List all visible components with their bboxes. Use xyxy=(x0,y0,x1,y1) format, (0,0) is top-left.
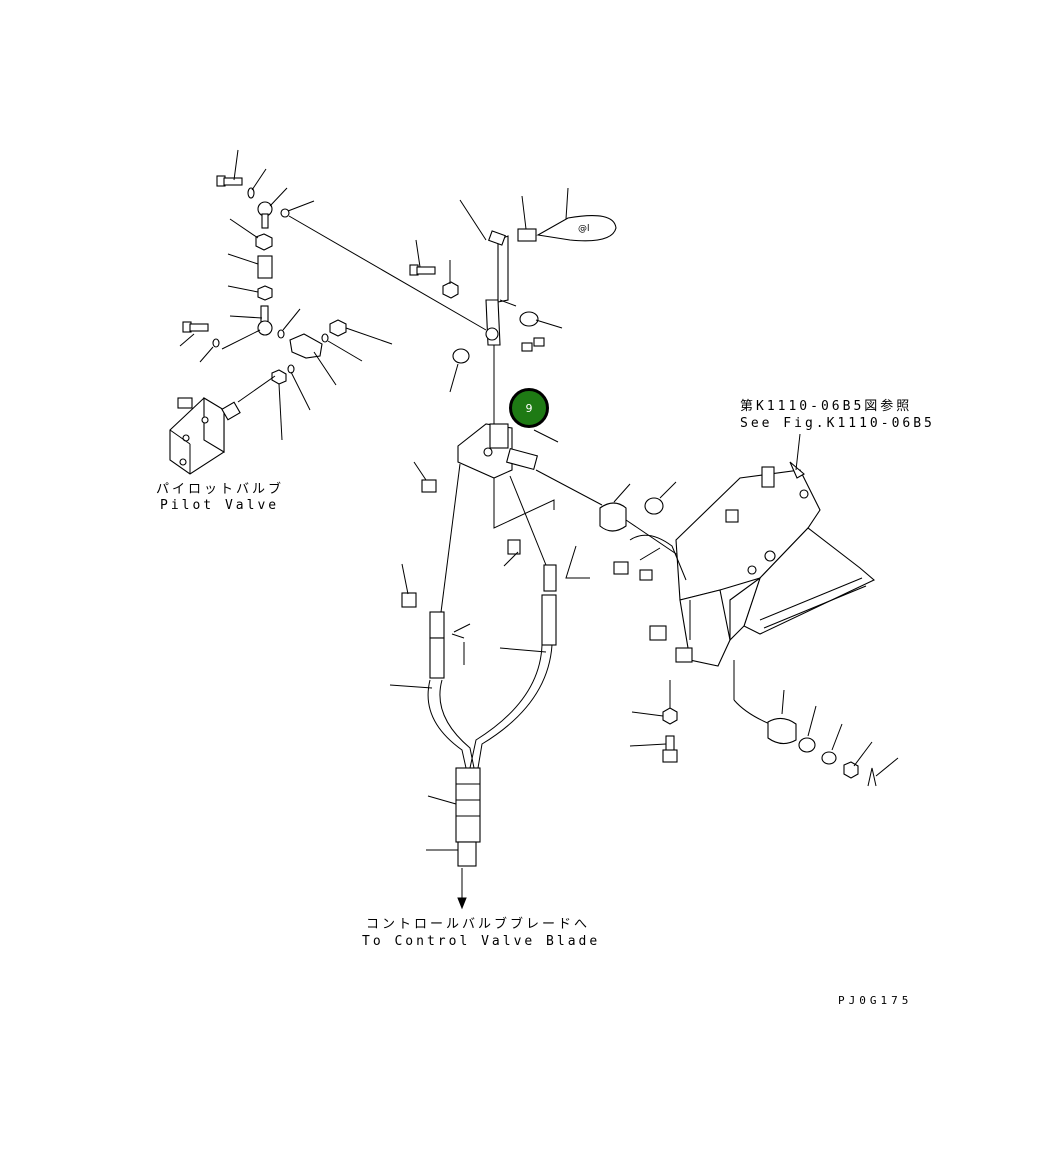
control-valve-label-jp: コントロールバルブブレードへ xyxy=(366,917,591,932)
linkage-parts xyxy=(179,149,487,441)
cables xyxy=(389,463,590,910)
pilot-valve-label-jp: パイロットバルブ xyxy=(156,482,285,497)
drawing-code: PJ0G175 xyxy=(838,994,913,1007)
center-bracket xyxy=(413,423,603,567)
part-callout-9[interactable]: 9 xyxy=(509,388,549,428)
reference-label-jp: 第K1110-06B5図参照 xyxy=(740,399,913,414)
svg-text:@l: @l xyxy=(578,224,590,234)
control-valve-label-en: To Control Valve Blade xyxy=(362,934,601,949)
pedal-assembly xyxy=(599,433,899,787)
pilot-valve xyxy=(169,397,241,475)
misc-marks xyxy=(639,547,691,640)
pilot-valve-label-en: Pilot Valve xyxy=(160,498,280,513)
control-lever: @l xyxy=(409,187,617,424)
part-callout-number: 9 xyxy=(525,402,533,415)
reference-label-en: See Fig.K1110-06B5 xyxy=(740,416,935,431)
